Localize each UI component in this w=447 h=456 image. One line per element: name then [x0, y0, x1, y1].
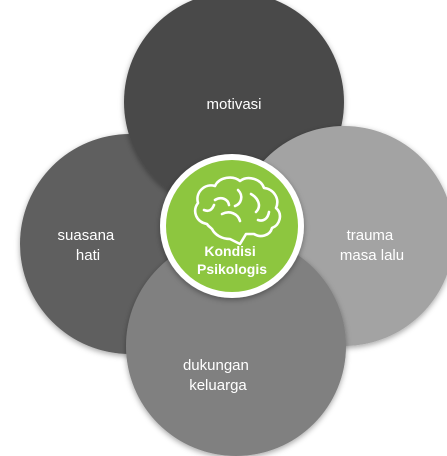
petal-bottom-label-line2: keluarga [189, 377, 247, 394]
petal-top-label-line1: motivasi [206, 96, 261, 113]
petal-bottom-circle [126, 236, 346, 456]
petal-right-label-line2: masa lalu [340, 247, 404, 264]
petal-bottom-label: dukungan keluarga [183, 357, 253, 394]
center-label: Kondisi Psikologis [197, 243, 267, 277]
petal-left-label-line2: hati [76, 247, 100, 264]
petal-right-label-line1: trauma [347, 227, 394, 244]
center-label-line2: Psikologis [197, 261, 267, 277]
petal-bottom-label-line1: dukungan [183, 357, 249, 374]
center-badge: Kondisi Psikologis [160, 154, 304, 298]
petal-top-label: motivasi [206, 96, 261, 113]
brain-icon [194, 176, 282, 246]
petal-left-label-line1: suasana [58, 227, 115, 244]
center-label-line1: Kondisi [204, 243, 255, 259]
petal-left-label: suasana hati [58, 227, 119, 264]
petal-right-label: trauma masa lalu [340, 227, 404, 264]
